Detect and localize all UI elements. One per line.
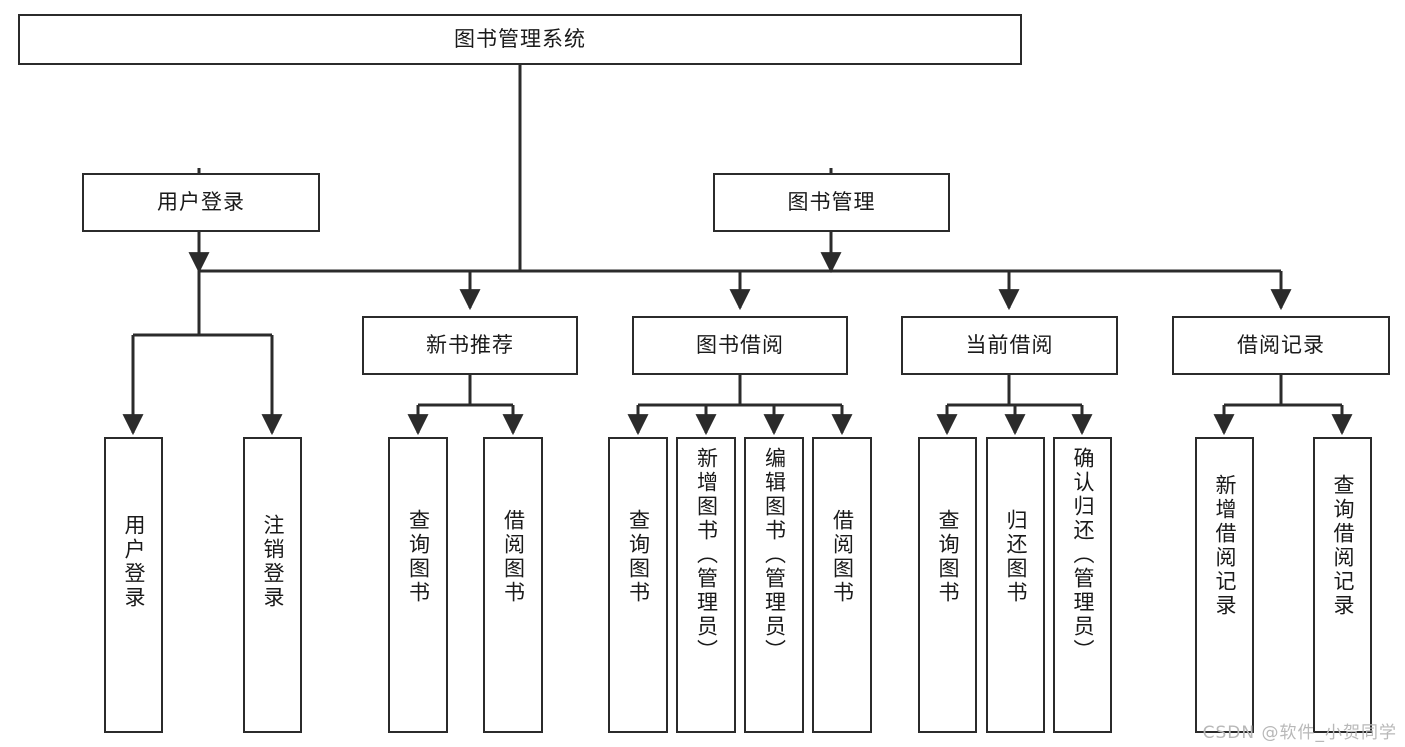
node-leaf-cb-confirm[interactable]: 确认归还（管理员） [1053,437,1112,733]
node-leaf-logout-label: 注销登录 [261,514,285,610]
node-leaf-br-add[interactable]: 新增借阅记录 [1195,437,1254,733]
node-leaf-bb-edit[interactable]: 编辑图书（管理员） [744,437,804,733]
node-leaf-br-query-label: 查询借阅记录 [1331,474,1355,618]
node-leaf-bb-add[interactable]: 新增图书（管理员） [676,437,736,733]
node-leaf-user-login-label: 用户登录 [122,514,146,610]
node-leaf-cb-return-label: 归还图书 [1004,509,1028,605]
node-leaf-cb-query[interactable]: 查询图书 [918,437,977,733]
node-current-borrow[interactable]: 当前借阅 [901,316,1118,375]
node-leaf-bb-borrow-label: 借阅图书 [830,509,855,605]
node-leaf-cb-return[interactable]: 归还图书 [986,437,1045,733]
node-leaf-cb-confirm-label: 确认归还（管理员） [1071,447,1095,663]
node-leaf-rec-query[interactable]: 查询图书 [388,437,448,733]
node-leaf-user-login[interactable]: 用户登录 [104,437,163,733]
node-book-mgmt[interactable]: 图书管理 [713,173,950,232]
watermark: CSDN @软件_小贺同学 [1202,723,1397,743]
node-leaf-bb-add-label: 新增图书（管理员） [694,447,719,663]
node-user-login-label: 用户登录 [157,189,245,214]
node-new-book-rec-label: 新书推荐 [426,332,514,357]
node-leaf-rec-query-label: 查询图书 [406,509,431,605]
node-root[interactable]: 图书管理系统 [18,14,1022,65]
node-leaf-bb-edit-label: 编辑图书（管理员） [762,447,787,663]
node-current-borrow-label: 当前借阅 [965,332,1054,357]
node-leaf-bb-query[interactable]: 查询图书 [608,437,668,733]
node-root-label: 图书管理系统 [454,26,586,51]
node-leaf-rec-borrow-label: 借阅图书 [501,509,526,605]
node-book-borrow[interactable]: 图书借阅 [632,316,848,375]
node-user-login[interactable]: 用户登录 [82,173,320,232]
node-leaf-rec-borrow[interactable]: 借阅图书 [483,437,543,733]
node-leaf-bb-query-label: 查询图书 [626,509,651,605]
node-new-book-rec[interactable]: 新书推荐 [362,316,578,375]
node-leaf-logout[interactable]: 注销登录 [243,437,302,733]
node-borrow-record-label: 借阅记录 [1237,332,1325,357]
node-leaf-bb-borrow[interactable]: 借阅图书 [812,437,872,733]
node-borrow-record[interactable]: 借阅记录 [1172,316,1390,375]
node-leaf-br-query[interactable]: 查询借阅记录 [1313,437,1372,733]
node-book-mgmt-label: 图书管理 [787,189,876,214]
node-leaf-br-add-label: 新增借阅记录 [1213,474,1237,618]
node-leaf-cb-query-label: 查询图书 [936,509,960,605]
node-book-borrow-label: 图书借阅 [696,332,784,357]
